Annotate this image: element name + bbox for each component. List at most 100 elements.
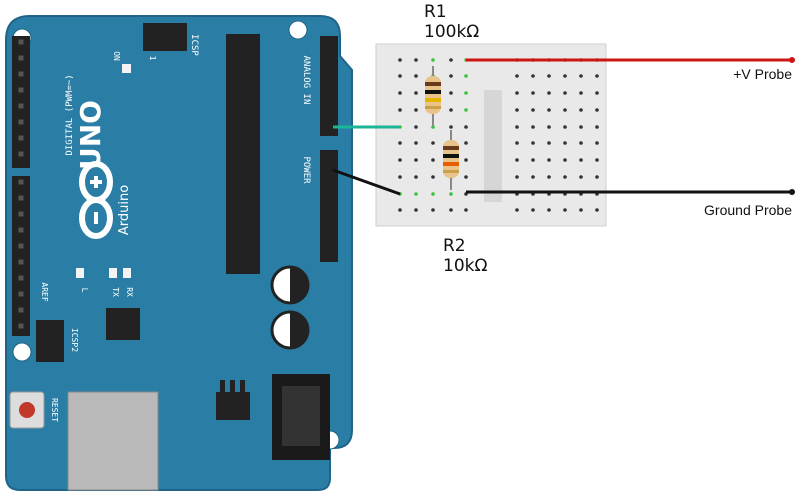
- breadboard-hole: [579, 175, 583, 179]
- breadboard-hole: [515, 141, 519, 145]
- breadboard-hole: [531, 108, 535, 112]
- breadboard-hole: [464, 125, 468, 129]
- breadboard-hole: [515, 108, 519, 112]
- breadboard-hole: [531, 175, 535, 179]
- breadboard-channel: [484, 90, 502, 202]
- digital-header-top: [12, 36, 30, 168]
- breadboard-hole: [414, 158, 418, 162]
- breadboard-hole: [398, 108, 402, 112]
- breadboard-hole: [515, 91, 519, 95]
- header-pin: [18, 195, 24, 201]
- breadboard-hole: [414, 108, 418, 112]
- voltage-regulator: [216, 392, 250, 420]
- breadboard-hole: [547, 175, 551, 179]
- breadboard-hole: [547, 141, 551, 145]
- breadboard-hole: [547, 125, 551, 129]
- atmega-chip: [226, 34, 260, 274]
- regulator-leg: [240, 380, 245, 392]
- l-label: L: [80, 288, 89, 293]
- l-led: [76, 268, 84, 278]
- breadboard-hole: [547, 158, 551, 162]
- breadboard-hole: [563, 175, 567, 179]
- resistor-r2: [443, 130, 459, 190]
- capacitor: [270, 265, 310, 305]
- breadboard-hole: [449, 208, 453, 212]
- breadboard-hole: [398, 91, 402, 95]
- probe-tip: [789, 57, 795, 63]
- arduino-uno-board: UNO Arduino DIGITAL (PWM=~) ANALOG IN PO…: [5, 15, 353, 491]
- header-pin: [18, 87, 24, 93]
- rx-label: RX: [125, 287, 134, 297]
- header-pin: [18, 227, 24, 233]
- header-pin: [18, 179, 24, 185]
- breadboard-hole: [563, 158, 567, 162]
- breadboard-hole: [398, 175, 402, 179]
- breadboard-hole: [595, 91, 599, 95]
- tx-led: [109, 268, 117, 278]
- mount-hole: [288, 20, 308, 40]
- breadboard-hole: [414, 175, 418, 179]
- on-label: ON: [112, 51, 121, 61]
- breadboard-hole: [464, 158, 468, 162]
- reset-button-cap[interactable]: [19, 402, 35, 418]
- breadboard-hole: [414, 141, 418, 145]
- breadboard-hole: [563, 91, 567, 95]
- breadboard-hole: [464, 74, 468, 78]
- positive-probe-label: +V Probe: [733, 66, 792, 82]
- breadboard-hole: [515, 158, 519, 162]
- breadboard-hole: [449, 192, 453, 196]
- breadboard-hole: [531, 141, 535, 145]
- breadboard-hole: [398, 158, 402, 162]
- breadboard-hole: [515, 175, 519, 179]
- breadboard-hole: [579, 208, 583, 212]
- on-led: [122, 64, 131, 73]
- breadboard-hole: [531, 208, 535, 212]
- icsp-header: [143, 23, 187, 51]
- breadboard-hole: [431, 175, 435, 179]
- header-pin: [18, 323, 24, 329]
- header-pin: [18, 71, 24, 77]
- mount-hole: [12, 342, 32, 362]
- ground-probe-label: Ground Probe: [704, 202, 792, 218]
- breadboard-hole: [563, 108, 567, 112]
- board-model-label: UNO: [74, 100, 107, 170]
- breadboard-hole: [431, 192, 435, 196]
- resistor-r1: [425, 66, 441, 126]
- r1-name: R1: [424, 2, 447, 22]
- breadboard-hole: [563, 141, 567, 145]
- breadboard-hole: [464, 208, 468, 212]
- breadboard-hole: [398, 208, 402, 212]
- breadboard-hole: [579, 108, 583, 112]
- breadboard-hole: [531, 125, 535, 129]
- header-pin: [18, 55, 24, 61]
- breadboard-hole: [579, 141, 583, 145]
- digital-header-label: DIGITAL (PWM=~): [65, 74, 75, 155]
- header-pin: [18, 243, 24, 249]
- breadboard-hole: [515, 125, 519, 129]
- breadboard-hole: [531, 91, 535, 95]
- usb-chip: [106, 308, 140, 340]
- breadboard-hole: [531, 158, 535, 162]
- breadboard-hole: [595, 125, 599, 129]
- breadboard-hole: [595, 74, 599, 78]
- power-header: [320, 150, 338, 262]
- breadboard-hole: [431, 58, 435, 62]
- header-pin: [18, 211, 24, 217]
- arduino-logo: [79, 161, 113, 239]
- breadboard: [375, 43, 607, 227]
- capacitor: [270, 310, 310, 350]
- board-pcb: [5, 15, 353, 491]
- breadboard-hole: [449, 58, 453, 62]
- header-pin: [18, 119, 24, 125]
- breadboard-hole: [595, 158, 599, 162]
- analog-header: [320, 36, 338, 136]
- breadboard-hole: [398, 58, 402, 62]
- rx-led: [123, 268, 131, 278]
- r2-name: R2: [443, 236, 466, 256]
- breadboard-hole: [431, 125, 435, 129]
- breadboard-hole: [595, 208, 599, 212]
- breadboard-hole: [414, 74, 418, 78]
- icsp2-header: [36, 320, 64, 362]
- breadboard-hole: [595, 108, 599, 112]
- reset-label: RESET: [50, 398, 59, 422]
